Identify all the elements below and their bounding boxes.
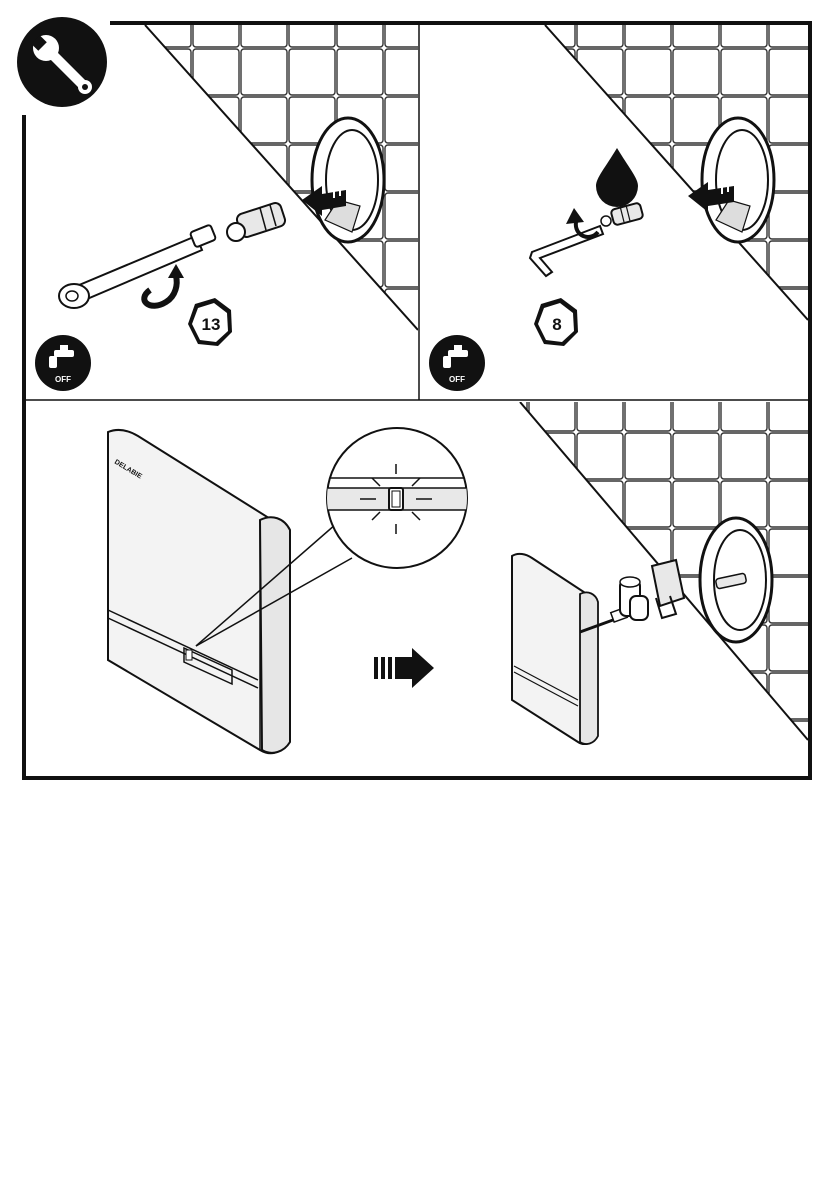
next-step-arrow-icon bbox=[374, 648, 434, 688]
panel-battery-indicator: DELABIE bbox=[108, 428, 480, 753]
wall-bezel bbox=[312, 118, 384, 242]
water-off-label: OFF bbox=[449, 375, 465, 384]
tool-size-badge: 13 bbox=[188, 298, 232, 346]
panel-remove-plate bbox=[512, 402, 808, 744]
wall-bezel bbox=[700, 518, 772, 642]
panel-clean-filter: 8 OFF bbox=[429, 25, 808, 391]
flush-plate-icon: DELABIE bbox=[108, 430, 290, 753]
water-drop-icon bbox=[596, 148, 638, 207]
tool-size-label: 8 bbox=[552, 315, 561, 334]
flush-plate-icon bbox=[512, 554, 598, 744]
socket-wrench-icon bbox=[59, 224, 216, 308]
solenoid-valve bbox=[227, 201, 287, 241]
battery-icon bbox=[620, 577, 648, 620]
maintenance-badge bbox=[17, 17, 107, 107]
water-off-label: OFF bbox=[55, 375, 71, 384]
water-off-badge: OFF bbox=[429, 335, 485, 391]
tool-size-label: 13 bbox=[202, 315, 221, 334]
water-off-badge: OFF bbox=[35, 335, 91, 391]
hex-key-icon bbox=[530, 226, 603, 276]
wall-bezel bbox=[702, 118, 774, 242]
tool-size-badge: 8 bbox=[534, 298, 578, 346]
